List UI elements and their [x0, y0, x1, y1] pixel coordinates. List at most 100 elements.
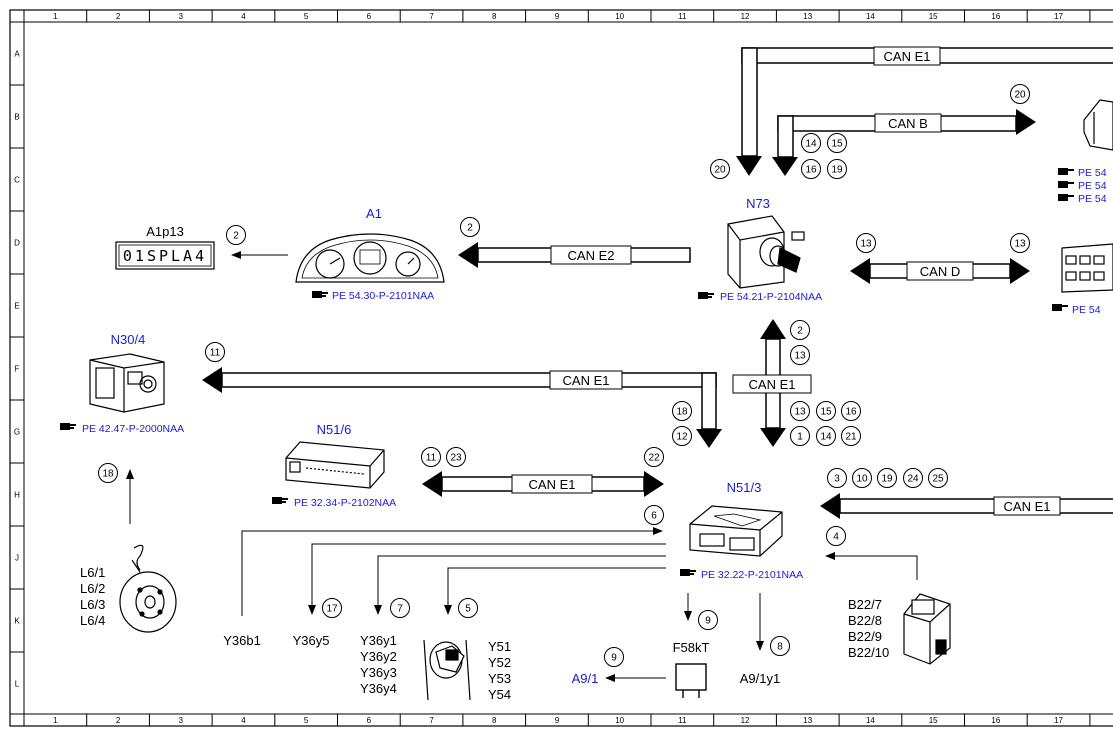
pointing-hand-icon — [698, 292, 714, 299]
label-a9-1: A9/1 — [572, 671, 599, 686]
grid-row-label: B — [14, 113, 19, 122]
label-y36y4: Y36y4 — [360, 681, 397, 696]
frame — [9, 9, 1113, 727]
grid-column-label: 2 — [116, 716, 121, 725]
ref-a1[interactable]: PE 54.30-P-2101NAA — [312, 290, 434, 302]
grid-column-label: 7 — [429, 12, 434, 21]
grid-column-label: 16 — [991, 716, 1000, 725]
callout-c2a: 2 — [226, 225, 246, 245]
callout-c17a: 17 — [322, 598, 342, 618]
bus-label-can-e2: CAN E2 — [568, 248, 615, 263]
b22-pressure-sensor-icon — [903, 593, 951, 665]
callout-circle — [877, 468, 897, 488]
label-y52: Y52 — [488, 655, 511, 670]
ref-n30-4[interactable]: PE 42.47-P-2000NAA — [60, 423, 184, 435]
callout-c20b: 20 — [1010, 84, 1030, 104]
callout-circle — [644, 505, 664, 525]
callout-c13c: 13 — [790, 345, 810, 365]
callout-number: 18 — [676, 407, 688, 418]
f58kt-relay-icon — [675, 663, 707, 698]
callout-circle — [801, 159, 821, 179]
callout-c13b: 13 — [1010, 233, 1030, 253]
callout-c22a: 22 — [644, 447, 664, 467]
callout-c2c: 2 — [790, 320, 810, 340]
ref-n73[interactable]: PE 54.21-P-2104NAA — [698, 291, 822, 303]
grid-column-label: 1 — [53, 716, 58, 725]
solenoid-valve-icon — [423, 639, 471, 701]
callout-circle — [827, 133, 847, 153]
ref-n51-6[interactable]: PE 32.34-P-2102NAA — [272, 497, 396, 509]
callout-circle — [928, 468, 948, 488]
grid-column-label: 16 — [991, 12, 1000, 21]
callout-circle — [390, 598, 410, 618]
callout-number: 9 — [611, 653, 617, 664]
label-y36y3: Y36y3 — [360, 665, 397, 680]
ref-text-right-4: PE 54 — [1072, 304, 1101, 316]
callout-c20a: 20 — [710, 159, 730, 179]
callout-circle — [826, 526, 846, 546]
callout-circle — [322, 598, 342, 618]
callout-circle — [226, 225, 246, 245]
callout-circle — [1010, 84, 1030, 104]
ref-n51-3[interactable]: PE 32.22-P-2101NAA — [680, 569, 803, 581]
grid-column-label: 13 — [803, 716, 812, 725]
grid-column-label: 15 — [929, 716, 938, 725]
grid-column-label: 12 — [741, 12, 750, 21]
callout-c14b: 14 — [816, 426, 836, 446]
callout-c15a: 15 — [827, 133, 847, 153]
label-y36y5: Y36y5 — [293, 633, 330, 648]
callout-circle — [458, 598, 478, 618]
callout-circle — [827, 159, 847, 179]
callout-number: 8 — [777, 642, 783, 653]
instrument-cluster-icon — [295, 233, 445, 283]
callout-circle — [1010, 233, 1030, 253]
callout-number: 20 — [1014, 90, 1026, 101]
n30-4-control-unit-icon — [89, 353, 165, 413]
grid-row-ticks — [10, 84, 24, 653]
callout-circle — [205, 342, 225, 362]
grid-row-label: K — [14, 617, 20, 626]
callout-number: 10 — [856, 474, 868, 485]
grid-column-label: 17 — [1054, 12, 1063, 21]
grid-row-label: H — [14, 491, 20, 500]
grid-column-label: 14 — [866, 716, 875, 725]
callout-number: 7 — [397, 604, 403, 615]
callout-number: 3 — [834, 474, 840, 485]
pointing-hand-icon — [680, 569, 696, 576]
grid-column-label: 11 — [678, 716, 687, 725]
callout-number: 2 — [797, 326, 803, 337]
callout-c8a: 8 — [770, 636, 790, 656]
callout-circle — [903, 468, 923, 488]
callout-circle — [790, 345, 810, 365]
component-labels: A1p13 A1 N73 N30/4 N51/6 N51/3 L6/1 L6/2… — [80, 196, 889, 702]
callout-number: 12 — [676, 432, 688, 443]
label-n51-3: N51/3 — [727, 480, 762, 495]
ref-text-n51-6: PE 32.34-P-2102NAA — [294, 497, 396, 509]
callout-circle — [710, 159, 730, 179]
grid-column-label: 8 — [492, 716, 497, 725]
callout-number: 14 — [805, 139, 817, 150]
grid-row-label: C — [14, 176, 20, 185]
grid-column-label: 5 — [304, 12, 309, 21]
grid-column-label: 15 — [929, 12, 938, 21]
ref-text-right-2: PE 54 — [1078, 180, 1107, 192]
callout-c3a: 3 — [827, 468, 847, 488]
callout-circle — [98, 463, 118, 483]
callout-number: 13 — [794, 407, 806, 418]
ref-text-n73: PE 54.21-P-2104NAA — [720, 291, 822, 303]
bus-label-center: CAN E1 — [749, 377, 796, 392]
pointing-hand-icon — [272, 497, 288, 504]
callout-circle — [790, 320, 810, 340]
ref-right-group[interactable]: PE 54 PE 54 PE 54 PE 54 — [1052, 167, 1107, 316]
callout-circle — [801, 133, 821, 153]
label-n73: N73 — [746, 196, 770, 211]
bus-can-e2: CAN E2 — [458, 242, 691, 268]
callout-number: 14 — [820, 432, 832, 443]
callout-number: 13 — [860, 239, 872, 250]
callout-c21a: 21 — [841, 426, 861, 446]
grid-column-label: 5 — [304, 716, 309, 725]
bus-left-can-e1: CAN E1 — [202, 367, 722, 448]
pointing-hand-icon — [1058, 194, 1074, 201]
